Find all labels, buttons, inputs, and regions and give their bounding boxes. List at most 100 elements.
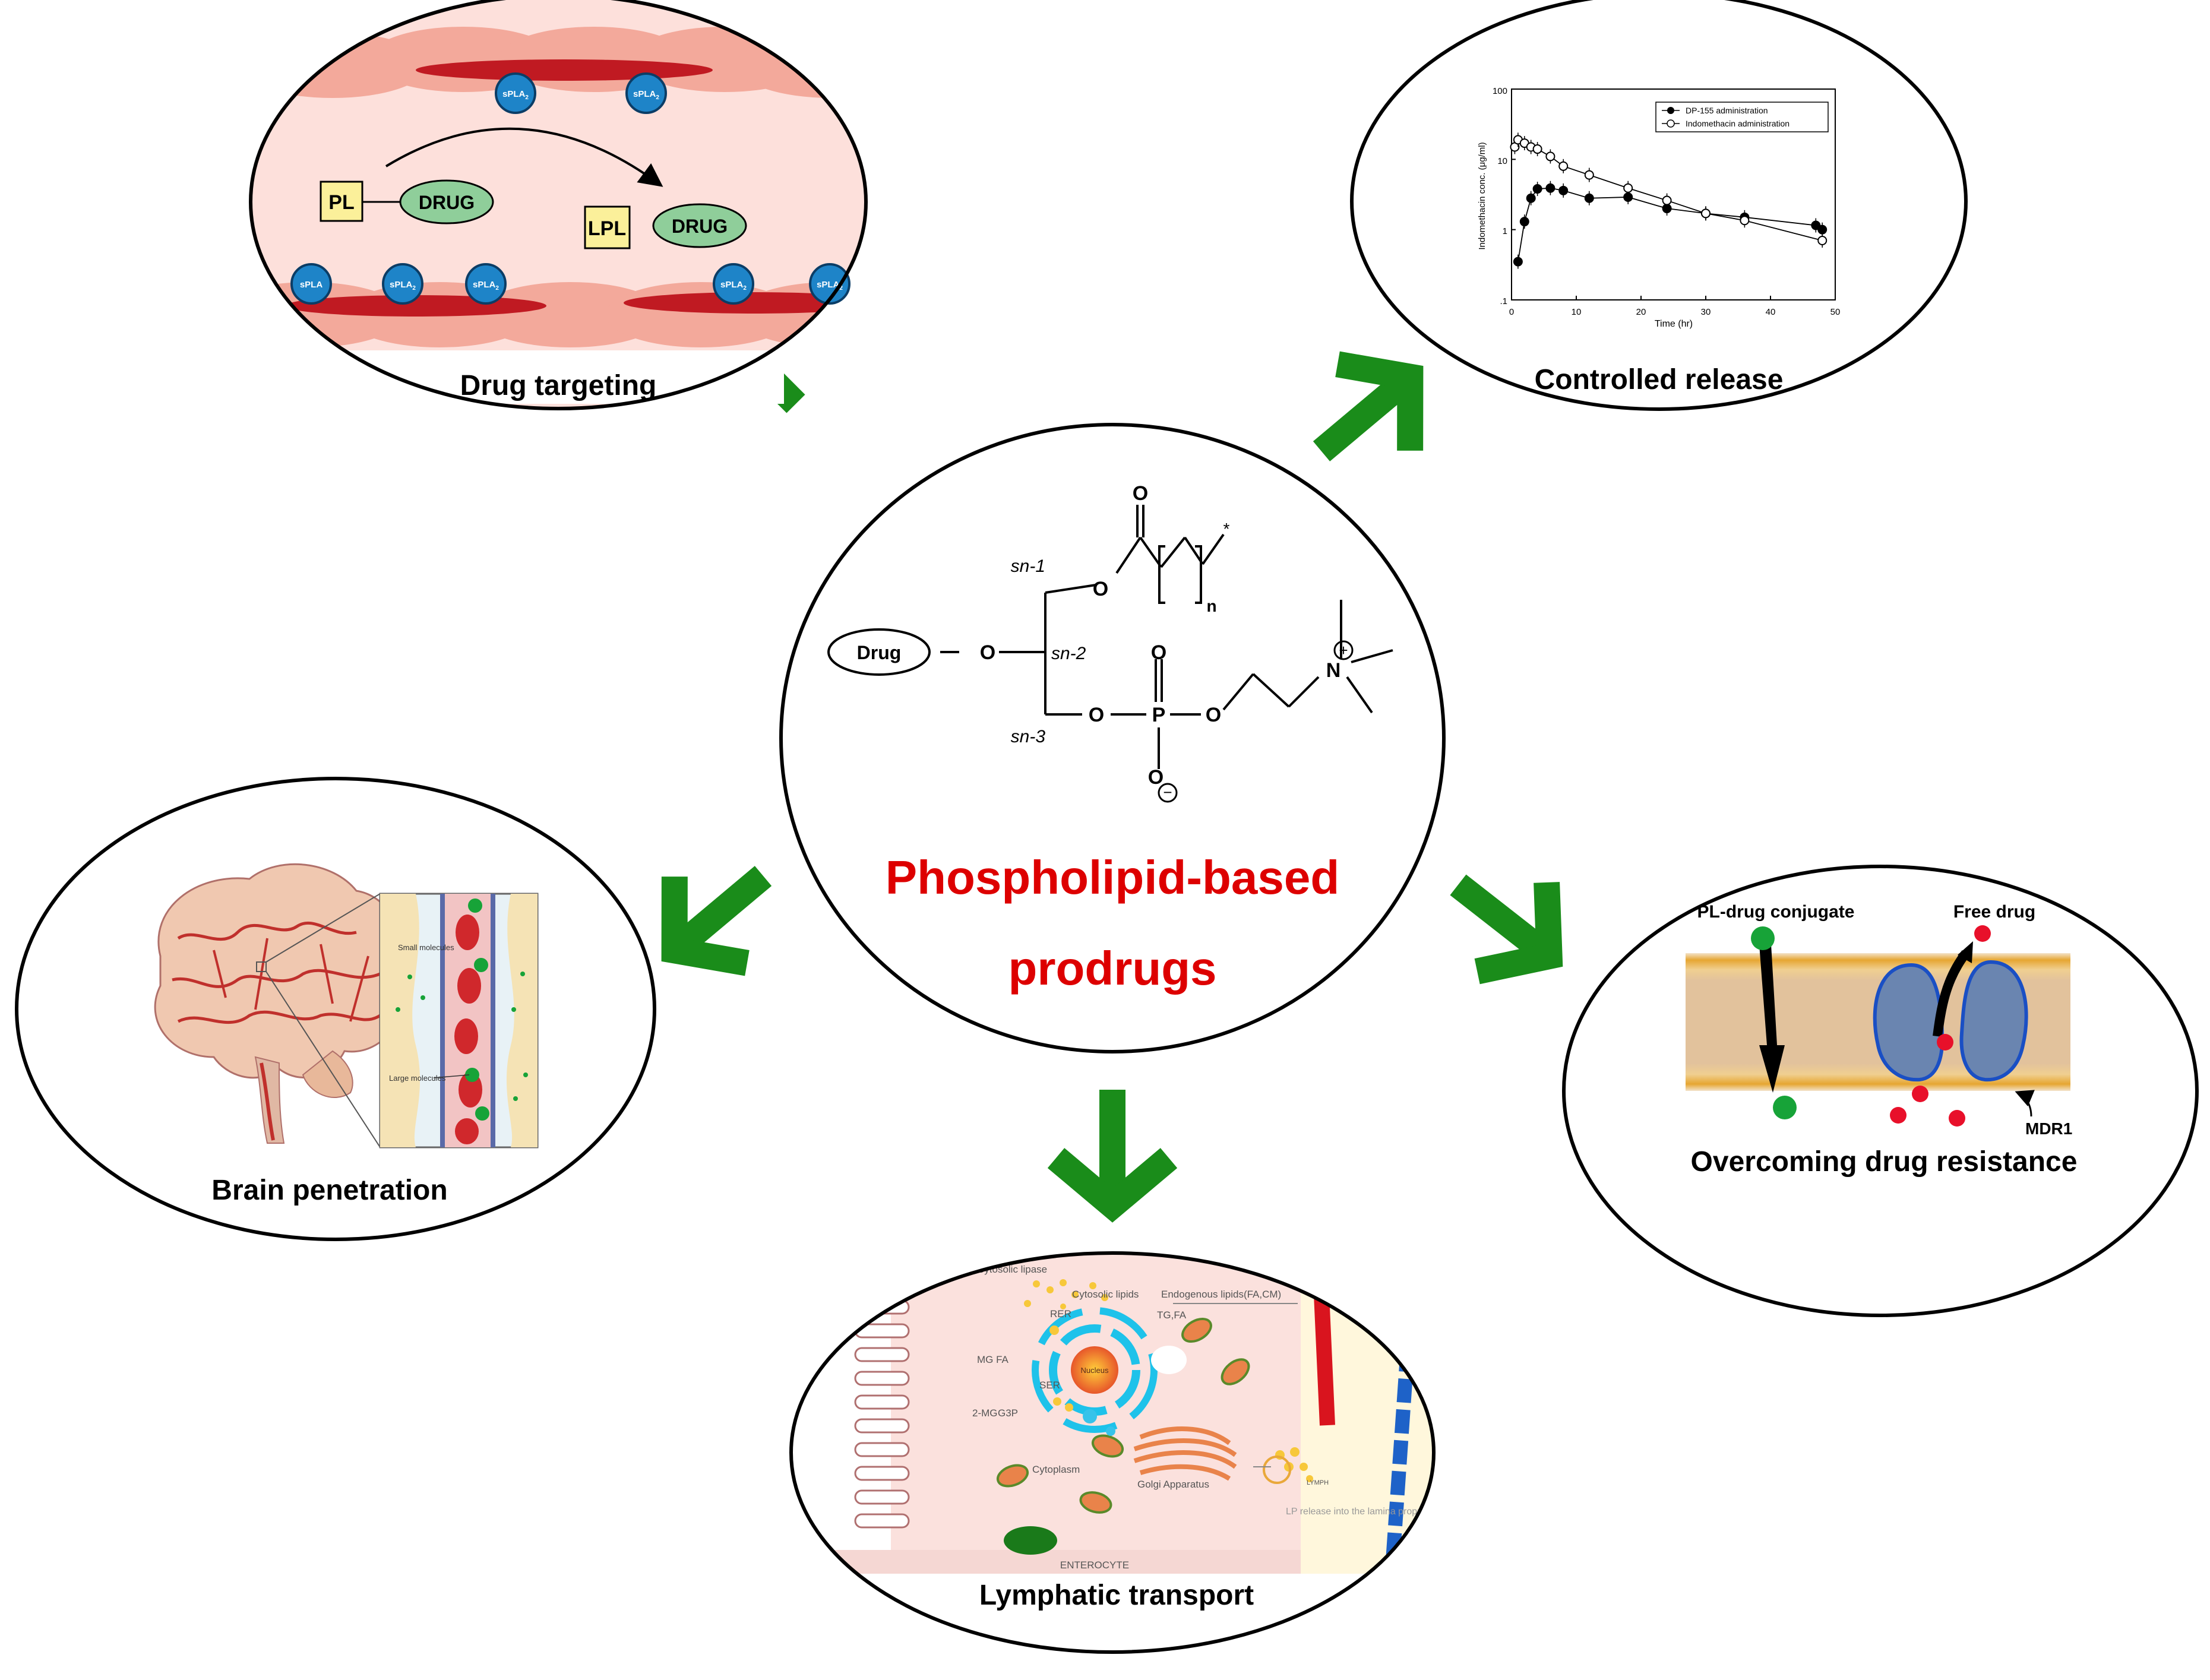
label-lp-release: LP release into the lamina propria xyxy=(1286,1507,1428,1517)
label-enterocyte: ENTEROCYTE xyxy=(1060,1559,1129,1571)
svg-text:O: O xyxy=(1093,578,1108,600)
enzyme-spla2: sPLA2 xyxy=(495,72,536,114)
pl-drug-conjugate-dot xyxy=(1773,1096,1797,1119)
x-tick-label: 50 xyxy=(1830,307,1841,317)
label-large-molecules: Large molecules xyxy=(389,1074,446,1083)
lpl-and-free-drug: LPL DRUG xyxy=(584,203,747,249)
svg-text:sn-3: sn-3 xyxy=(1011,727,1046,746)
data-point xyxy=(1623,183,1633,193)
data-point xyxy=(1558,161,1569,171)
panel-drug-resistance: PL-drug conjugate Free drug MDR1 Overcom… xyxy=(1562,865,2199,1317)
panel-brain-penetration: Small molecules Large molecules Brain pe… xyxy=(15,777,656,1241)
panel-lymphatic-transport: Nucleus xyxy=(789,1251,1436,1654)
data-point xyxy=(1701,208,1711,219)
svg-text:sn-2: sn-2 xyxy=(1051,644,1086,663)
data-point xyxy=(1545,183,1555,193)
svg-text:sn-1: sn-1 xyxy=(1011,556,1045,576)
data-point xyxy=(1513,257,1523,267)
svg-text:sPLA2: sPLA2 xyxy=(817,280,843,292)
label-lymph: LYMPH xyxy=(1307,1479,1329,1486)
y-tick-label: .1 xyxy=(1500,296,1507,306)
free-drug-dot xyxy=(1890,1107,1907,1124)
svg-text:O: O xyxy=(1133,482,1148,505)
drug-node: Drug xyxy=(827,628,931,676)
enzyme-spla2: sPLA2 xyxy=(713,263,754,305)
y-tick-label: 100 xyxy=(1493,86,1507,96)
svg-text:sPLA2: sPLA2 xyxy=(390,280,416,292)
panel-drug-targeting: sPLA2 sPLA2 sPLA sPLA2 sPLA2 sPLA2 sPLA2 xyxy=(249,0,868,410)
structure-atoms: O O O O P O O O N n * xyxy=(980,482,1341,789)
data-point xyxy=(1532,144,1542,154)
data-point xyxy=(1662,195,1672,205)
svg-text:DRUG: DRUG xyxy=(672,216,728,237)
legend-entry: DP-155 administration xyxy=(1686,106,1768,115)
release-chart: 100 10 1 .1 0 10 20 30 40 50 Time (hr) I… xyxy=(1477,86,1840,329)
data-point xyxy=(1817,224,1828,235)
data-point xyxy=(1817,235,1828,245)
axis-ticks xyxy=(1511,88,1836,300)
brain-illustration xyxy=(154,863,401,1148)
panel-title: Controlled release xyxy=(1535,364,1784,396)
free-drug-dot xyxy=(1974,925,1991,942)
svg-text:*: * xyxy=(1223,520,1230,538)
phospholipid-structure xyxy=(940,505,1393,769)
data-point xyxy=(1584,170,1594,180)
legend-entry: Indomethacin administration xyxy=(1686,119,1790,128)
label-rer: RER xyxy=(1050,1308,1071,1320)
arrow-to-lymphatic-transport xyxy=(1047,1090,1178,1223)
svg-text:O: O xyxy=(1148,766,1164,789)
svg-text:O: O xyxy=(1206,704,1221,726)
label-cytoplasm: Cytoplasm xyxy=(1032,1464,1080,1475)
free-drug-dot xyxy=(1937,1034,1953,1051)
free-drug-dot xyxy=(1949,1110,1965,1127)
efflux-arrow xyxy=(1933,950,1970,1037)
data-point xyxy=(1526,193,1536,203)
svg-text:+: + xyxy=(1339,641,1348,659)
y-axis-label: Indomethacin conc. (μg/ml) xyxy=(1477,142,1487,249)
center-title-line2: prodrugs xyxy=(1008,942,1216,995)
chart-frame xyxy=(1511,88,1836,300)
cleavage-arrow xyxy=(385,127,663,187)
svg-text:Nucleus: Nucleus xyxy=(1081,1366,1109,1375)
chart-legend: DP-155 administration Indomethacin admin… xyxy=(1655,102,1829,132)
svg-text:P: P xyxy=(1152,704,1166,726)
x-tick-labels: 0 10 20 30 40 50 xyxy=(1509,307,1841,317)
lipid-droplets xyxy=(1024,1279,1313,1484)
svg-text:DRUG: DRUG xyxy=(419,192,475,213)
label-golgi: Golgi Apparatus xyxy=(1137,1479,1209,1490)
arrow-to-controlled-release xyxy=(1313,351,1424,461)
y-tick-label: 1 xyxy=(1503,226,1507,236)
x-axis-label: Time (hr) xyxy=(1655,319,1693,329)
label-cytosolic-lipids: Cytosolic lipids xyxy=(1072,1289,1139,1300)
center-title-line1: Phospholipid-based xyxy=(886,851,1339,904)
negative-charge xyxy=(1158,783,1178,803)
label-free-drug: Free drug xyxy=(1953,902,2035,922)
label-ser: SER xyxy=(1039,1380,1060,1391)
y-tick-labels: 100 10 1 .1 xyxy=(1493,86,1507,306)
svg-text:sPLA2: sPLA2 xyxy=(473,280,499,292)
enzyme-spla2: sPLA2 xyxy=(625,72,667,114)
center-circle: O O O O P O O O N n * + − Drug sn-1 sn-2… xyxy=(779,423,1446,1053)
sn-position-labels: sn-1 sn-2 sn-3 xyxy=(1011,556,1086,746)
data-point xyxy=(1558,185,1569,195)
arrow-to-brain-penetration xyxy=(661,866,772,976)
free-drug-dot xyxy=(1912,1086,1928,1102)
svg-text:LPL: LPL xyxy=(588,217,626,240)
label-mg-fa: MG FA xyxy=(977,1354,1009,1365)
label-small-molecules: Small molecules xyxy=(398,943,454,952)
svg-text:O: O xyxy=(980,641,995,664)
panel-title: Drug targeting xyxy=(460,370,657,401)
data-point xyxy=(1545,151,1555,162)
pl-drug-conjugate: PL DRUG xyxy=(320,179,494,224)
y-tick-label: 10 xyxy=(1497,156,1507,166)
mitochondria xyxy=(996,1318,1250,1514)
series-points xyxy=(1510,132,1828,269)
data-point xyxy=(1584,193,1594,203)
label-2-mg: 2-MG xyxy=(972,1407,998,1419)
svg-text:−: − xyxy=(1163,783,1172,801)
svg-text:sPLA: sPLA xyxy=(300,280,323,290)
svg-text:N: N xyxy=(1326,659,1341,682)
label-mdr1: MDR1 xyxy=(2025,1119,2072,1138)
label-pl-drug-conjugate: PL-drug conjugate xyxy=(1697,902,1855,922)
